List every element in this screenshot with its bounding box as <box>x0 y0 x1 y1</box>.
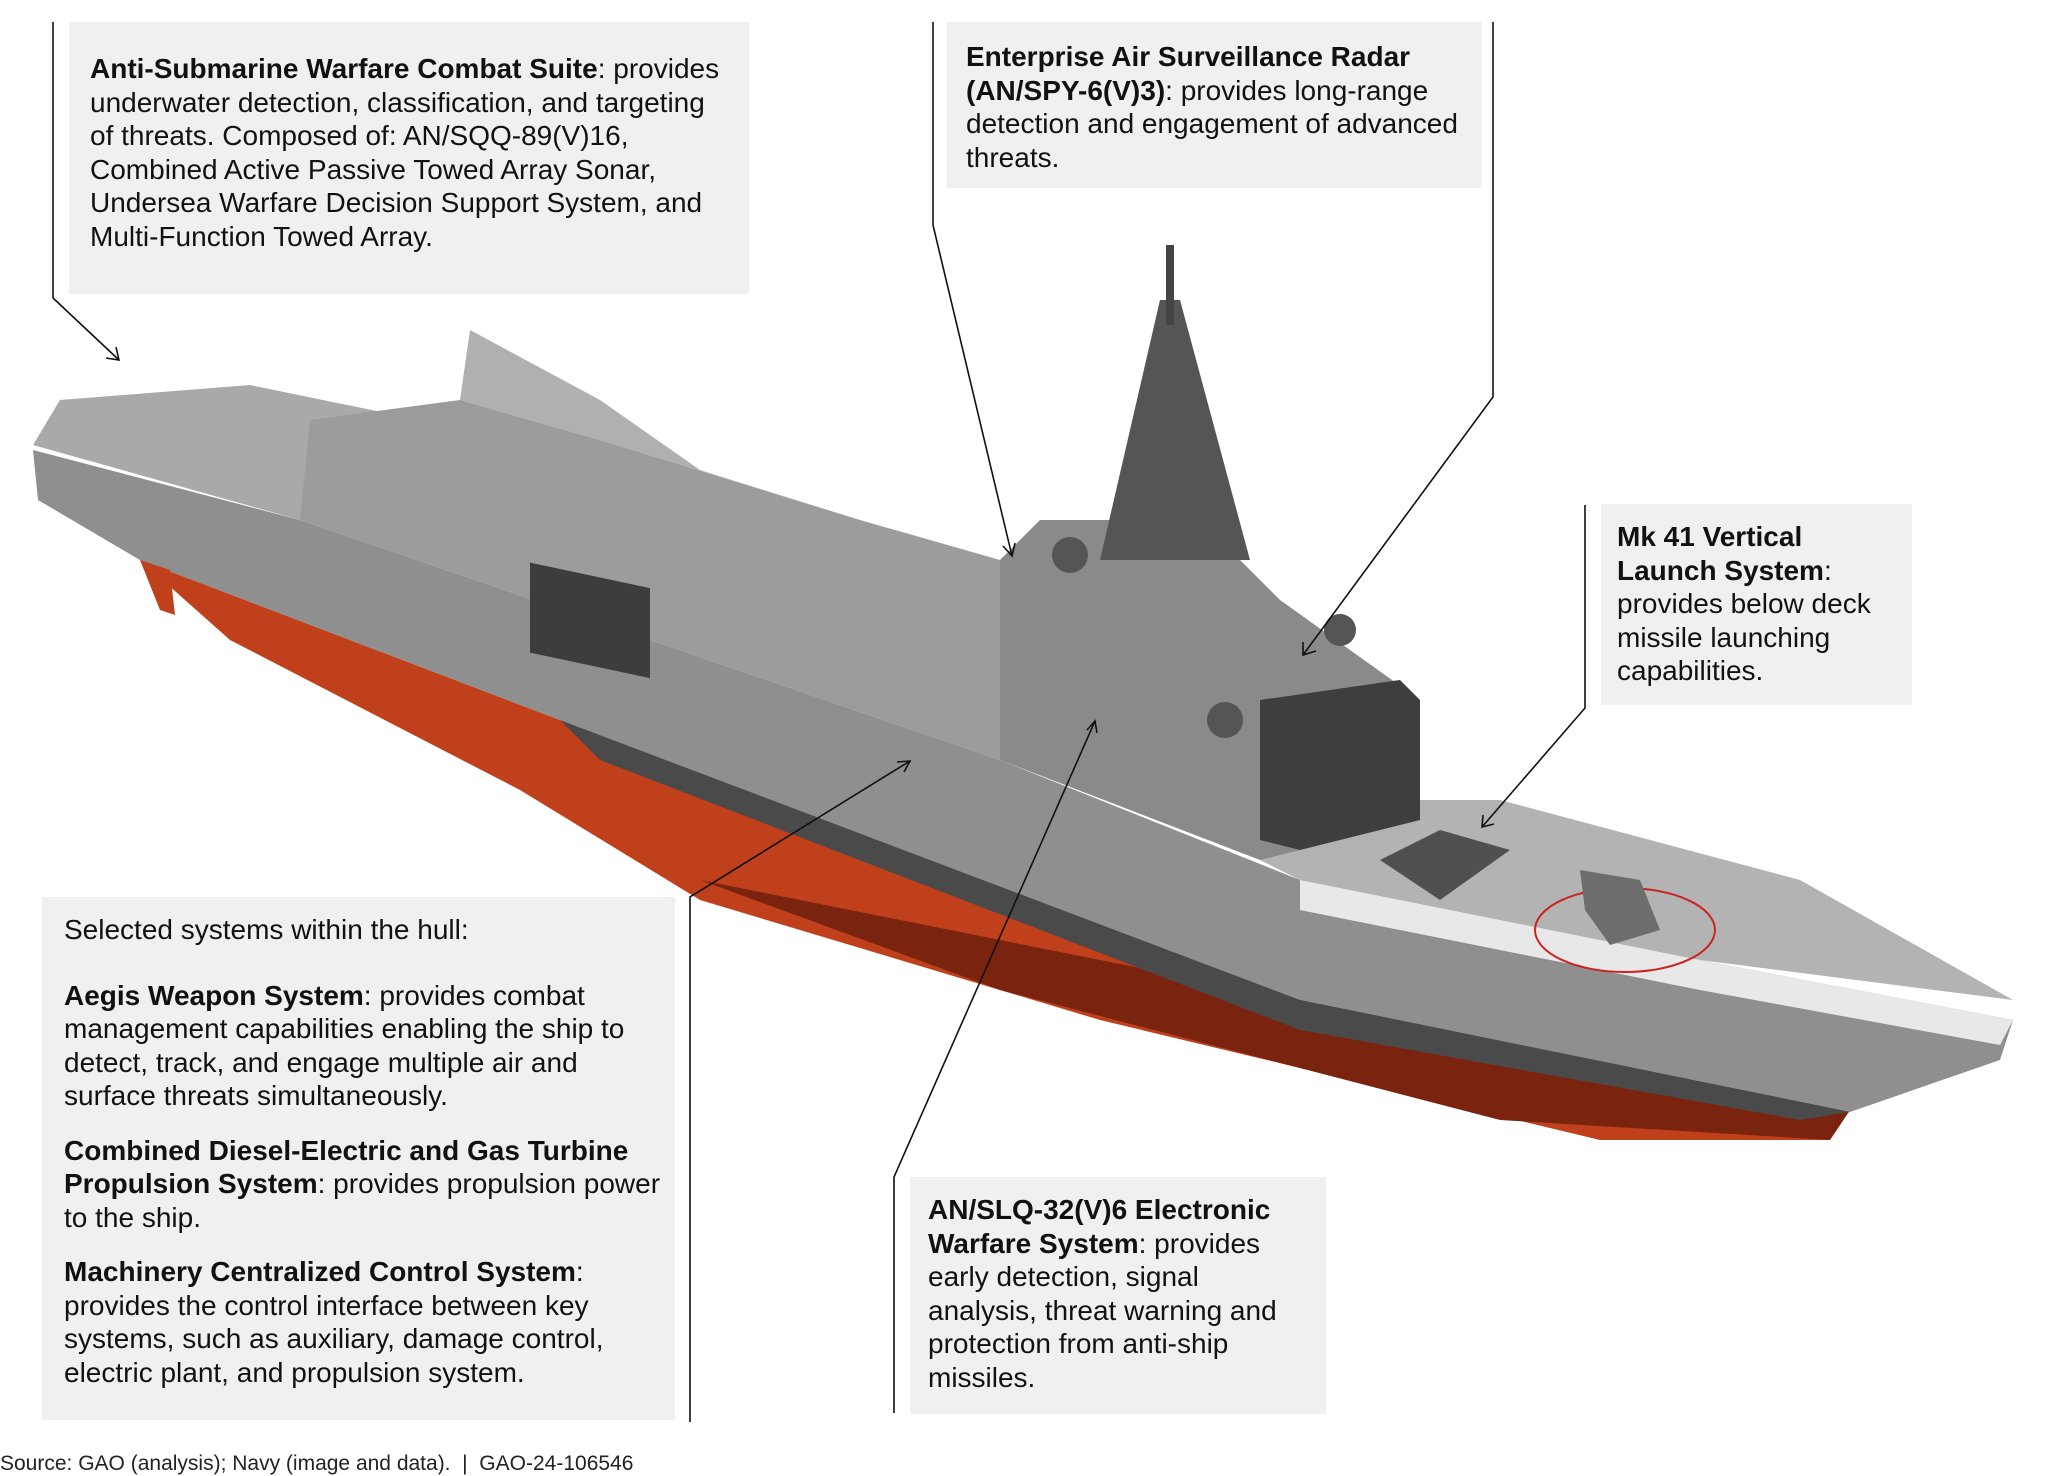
callout-radar: Enterprise Air Surveillance Radar (AN/SP… <box>947 22 1482 188</box>
leader-line-radar-1 <box>932 22 1013 557</box>
leader-line-asw <box>52 22 120 361</box>
callout-title: Enterprise Air Surveillance Radar (AN/SP… <box>966 41 1411 106</box>
callout-title: Anti-Submarine Warfare Combat Suite <box>90 53 598 84</box>
vls-hatches <box>1380 830 1510 900</box>
callout-text: : provides early detection, signal analy… <box>928 1227 1277 1393</box>
deckhouse-forward-shadow <box>1260 680 1420 850</box>
hangar-opening <box>530 562 650 679</box>
system-title: Combined Diesel-Electric and Gas Turbine… <box>64 1134 629 1200</box>
hull-intro: Selected systems within the hull: <box>64 914 469 945</box>
callout-text: : provides long-range detection and enga… <box>966 74 1458 173</box>
system-text: : provides the control interface between… <box>64 1256 604 1388</box>
radome <box>1324 614 1356 646</box>
system-title: Aegis Weapon System <box>64 979 364 1011</box>
radome <box>1052 537 1088 573</box>
callout-hull-systems: Selected systems within the hull: Aegis … <box>42 897 675 1420</box>
arrow-head-icon <box>896 760 912 773</box>
callout-ew: AN/SLQ-32(V)6 Electronic Warfare System:… <box>910 1177 1326 1414</box>
callout-title: Mk 41 Vertical Launch System <box>1617 521 1824 586</box>
leader-line-radar-2 <box>1302 22 1494 656</box>
callout-asw: Anti-Submarine Warfare Combat Suite: pro… <box>69 22 749 294</box>
callout-text: : provides below deck missile launching … <box>1617 554 1871 687</box>
leader-line-hull <box>689 760 911 1422</box>
system-text: : provides combat management capabilitie… <box>64 979 625 1112</box>
callout-title: AN/SLQ-32(V)6 Electronic Warfare System <box>928 1194 1271 1259</box>
ship-bow <box>1300 880 2013 1045</box>
gun-turret <box>1580 870 1660 945</box>
arrow-head-icon <box>1302 642 1317 657</box>
arrow-head-icon <box>1086 719 1098 734</box>
leader-line-mk41 <box>1481 505 1586 828</box>
leader-line-ew <box>893 720 1096 1413</box>
superstructure-aft <box>300 400 1000 760</box>
arrow-head-icon <box>1002 542 1016 558</box>
callout-mk41: Mk 41 Vertical Launch System: provides b… <box>1601 504 1912 705</box>
arrow-head-icon <box>1481 814 1495 829</box>
source-note: Source: GAO (analysis); Navy (image and … <box>0 1452 634 1475</box>
mast-pole <box>1166 245 1174 325</box>
callout-text: : provides underwater detection, classif… <box>90 53 720 252</box>
radome <box>1207 702 1243 738</box>
hangar-block <box>460 330 860 520</box>
system-title: Machinery Centralized Control System <box>64 1256 576 1287</box>
rudder <box>140 560 175 615</box>
arrow-head-icon <box>105 346 121 361</box>
system-text: : provides propulsion power to the ship. <box>64 1168 661 1233</box>
mast <box>1100 300 1250 560</box>
